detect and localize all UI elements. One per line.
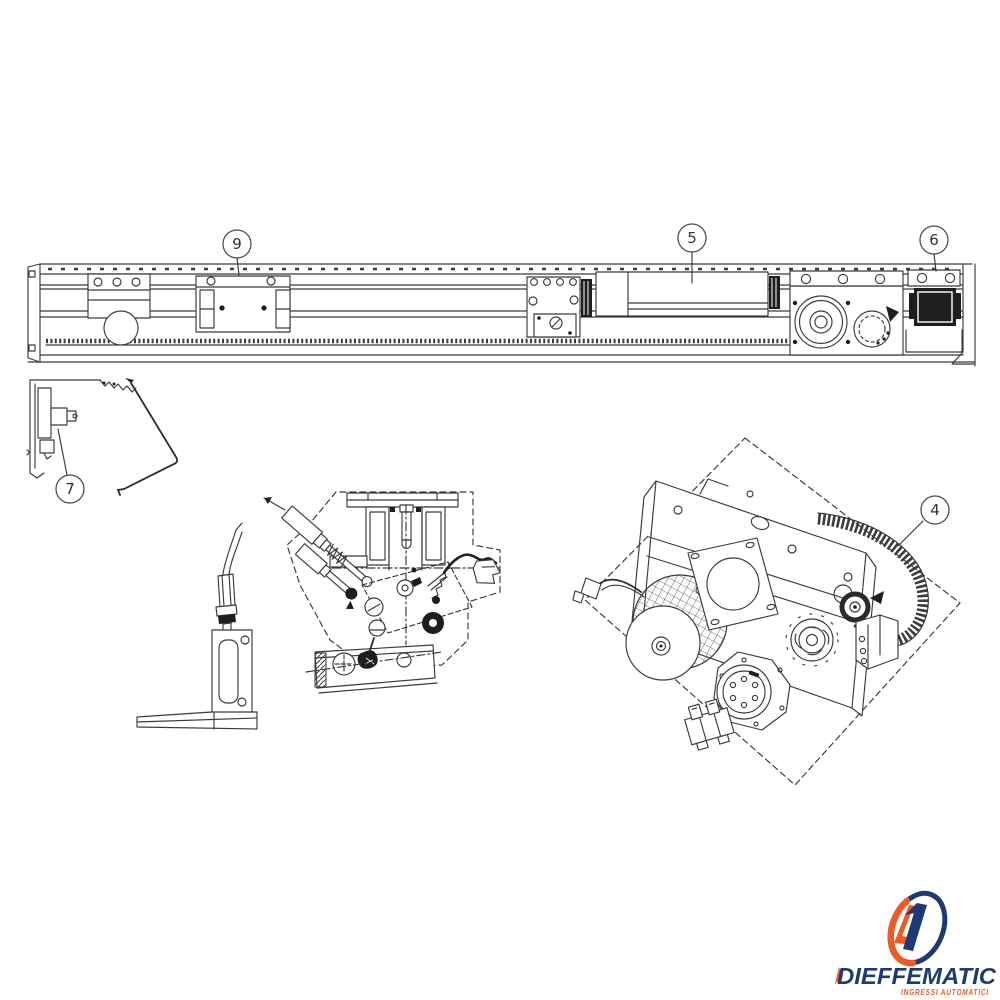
logo-one-icon xyxy=(903,903,927,951)
angle-bracket xyxy=(855,614,899,670)
callout-4: 4 xyxy=(897,495,950,547)
lock-actuator xyxy=(281,505,373,588)
motor-cable xyxy=(572,577,645,604)
callout-6-label: 6 xyxy=(929,231,939,249)
release-cord xyxy=(123,382,179,490)
cable xyxy=(222,529,237,575)
motor-pulley xyxy=(833,584,871,623)
belt-clamp-block-2 xyxy=(769,276,780,309)
callout-7-label: 7 xyxy=(65,480,75,498)
track-profile-section xyxy=(26,378,179,496)
hanger-wheel xyxy=(103,310,139,346)
callout-7-badge xyxy=(55,474,85,504)
belt-carriage xyxy=(195,275,291,333)
track-left-endcap xyxy=(27,263,41,363)
logo-swoosh-orange xyxy=(887,897,917,967)
door-hanger-bracket xyxy=(87,273,151,346)
motor-gearbox-exploded xyxy=(572,437,961,786)
callout-6-badge xyxy=(919,225,949,255)
callout-5-badge xyxy=(677,223,707,253)
callout-9-label: 9 xyxy=(232,235,242,253)
lock-mechanism xyxy=(263,491,501,694)
lock-lever-rod xyxy=(294,543,358,610)
callout-9: 9 xyxy=(222,229,252,276)
callout-7: 7 xyxy=(55,428,85,504)
gearbox-unit xyxy=(789,270,904,356)
track-assembly xyxy=(27,263,976,367)
drive-pulley xyxy=(794,295,848,349)
logo-tagline-text: INGRESSI AUTOMATICI xyxy=(901,987,989,997)
motor-flange xyxy=(716,664,772,720)
logo-d-accent xyxy=(835,967,843,984)
lock-plug xyxy=(472,559,501,584)
motor-unit xyxy=(905,269,963,353)
belt-clamp-block xyxy=(581,279,592,317)
motor-block xyxy=(914,288,956,326)
callout-4-badge xyxy=(920,495,950,525)
output-pulley xyxy=(785,613,839,667)
callout-9-badge xyxy=(222,229,252,259)
control-unit xyxy=(595,271,769,317)
track-right-endcap xyxy=(951,263,976,367)
lock-carriage xyxy=(526,276,581,338)
callout-5: 5 xyxy=(677,223,707,284)
brand-logo: DIEFFEMATIC INGRESSI AUTOMATICI xyxy=(835,890,996,997)
callout-5-label: 5 xyxy=(687,229,697,247)
logo-brand-text: DIEFFEMATIC xyxy=(837,963,996,989)
terminal-block xyxy=(684,698,735,751)
callout-4-label: 4 xyxy=(930,501,940,519)
gasket-plate xyxy=(687,537,779,631)
callout-6: 6 xyxy=(919,225,949,272)
stop-bracket xyxy=(136,522,258,730)
lock-release-bar xyxy=(305,637,443,694)
